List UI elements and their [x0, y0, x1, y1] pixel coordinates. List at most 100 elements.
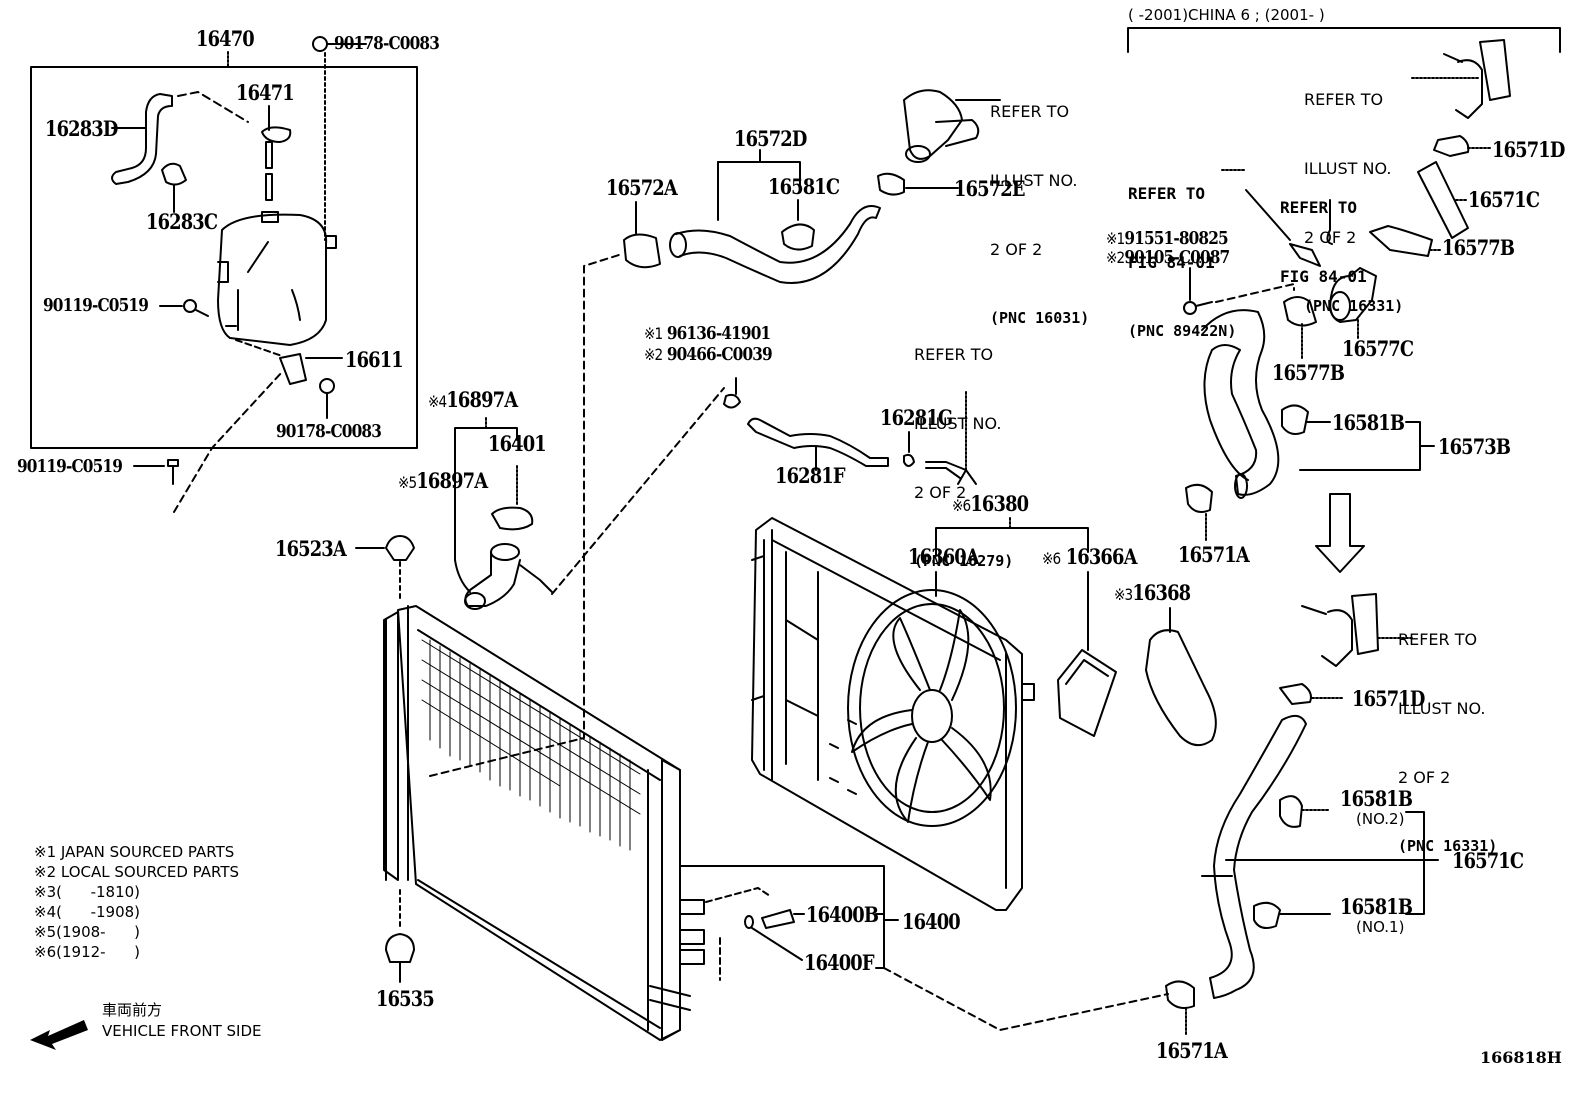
part-label-16470[interactable]: 16470 [196, 26, 255, 51]
filler-neck-drawing [464, 543, 553, 610]
part-label-16535[interactable]: 16535 [376, 986, 435, 1011]
footnote-mark: ※2 [1106, 248, 1125, 267]
part-label-16400[interactable]: 16400 [902, 909, 961, 934]
footnote-mark: ※4 [428, 392, 447, 411]
grommet-icon [312, 36, 328, 52]
part-label-90466-c0039[interactable]: ※2 90466-C0039 [644, 344, 773, 365]
part-sublabel-no2: (NO.2) [1356, 810, 1405, 828]
footnote-mark: ※5 [398, 473, 417, 492]
legend-row: ※4( -1908) [34, 903, 141, 921]
variant-header: ( -2001)CHINA 6 ; (2001- ) [1128, 6, 1325, 24]
upper-cushion-drawing [385, 535, 415, 561]
part-label-16400b[interactable]: 16400B [806, 902, 879, 927]
part-label-16572a[interactable]: 16572A [606, 175, 678, 200]
part-label-16380[interactable]: ※616380 [952, 491, 1029, 516]
lower-hose-top-drawing [1201, 309, 1280, 499]
footnote-mark: ※3 [1114, 585, 1133, 604]
part-label-16581c[interactable]: 16581C [768, 174, 840, 199]
part-label-16611[interactable]: 16611 [345, 347, 404, 372]
refer-note-pnc-16331-bottom[interactable]: REFER TO ILLUST NO. 2 OF 2 (PNC 16331) [1398, 630, 1498, 855]
lower-hose-bottom-drawing [1201, 714, 1439, 999]
part-label-16571d-bottom[interactable]: 16571D [1352, 686, 1425, 711]
filter-16366a-drawing [1057, 649, 1117, 737]
water-inlet-bottom-drawing [1301, 593, 1415, 667]
part-label-16471[interactable]: 16471 [236, 80, 295, 105]
legend-row: ※1 JAPAN SOURCED PARTS [34, 843, 235, 861]
reserve-tank-group-box [30, 66, 418, 449]
part-label-16897a-variant4[interactable]: ※416897A [428, 387, 518, 412]
refer-note-fig-84-01[interactable]: REFER TO FIG 84-01 [1280, 198, 1367, 286]
part-label-16401[interactable]: 16401 [488, 431, 547, 456]
part-label-16360a[interactable]: 16360A [908, 544, 980, 569]
part-label-16581b-no1[interactable]: 16581B [1340, 894, 1413, 919]
part-label-16572e[interactable]: 16572E [954, 176, 1025, 201]
refer-note-pnc-89422n[interactable]: REFER TO FIG 84-01 (PNC 89422N) [1128, 184, 1237, 340]
footnote-mark: ※1 [644, 324, 663, 343]
footnote-mark: ※2 [644, 345, 663, 364]
drain-plug-drawing [761, 909, 795, 929]
part-label-96136-41901[interactable]: ※1 96136-41901 [644, 323, 771, 344]
legend-row: ※6(1912- ) [34, 943, 141, 961]
refer-note-pnc-16279[interactable]: REFER TO ILLUST NO. 2 OF 2 (PNC 16279) [914, 345, 1014, 570]
plate-16368-drawing [1145, 629, 1217, 747]
water-outlet-drawing [903, 89, 1001, 163]
part-label-90105-c0087[interactable]: ※290105-C0087 [1106, 247, 1230, 268]
cap-16471-drawing [261, 105, 292, 201]
footnote-mark: ※1 [1106, 229, 1125, 248]
part-label-16577c[interactable]: 16577C [1342, 336, 1414, 361]
vehicle-front-label: 車両前方 VEHICLE FRONT SIDE [102, 1001, 262, 1040]
part-label-16577b-top[interactable]: 16577B [1442, 235, 1515, 260]
part-label-16281f[interactable]: 16281F [775, 463, 846, 488]
part-label-16283d[interactable]: 16283D [45, 116, 118, 141]
footnote-legend: ※1 JAPAN SOURCED PARTS ※2 LOCAL SOURCED … [34, 842, 239, 962]
fan-hub [911, 689, 953, 743]
part-label-16581b-no2[interactable]: 16581B [1340, 786, 1413, 811]
part-label-16577b-bottom[interactable]: 16577B [1272, 360, 1345, 385]
part-label-16571c-top[interactable]: 16571C [1468, 187, 1540, 212]
footnote-mark: ※6 [1042, 549, 1061, 568]
clamp-16581c-drawing [781, 223, 815, 251]
bolt-90119-inner-drawing [159, 299, 209, 317]
water-inlet-top-drawing [1411, 39, 1511, 119]
footnote-mark: ※6 [952, 496, 971, 515]
clamp-16572a-drawing [623, 233, 661, 269]
part-label-16573b[interactable]: 16573B [1438, 434, 1511, 459]
legend-row: ※3( -1810) [34, 883, 141, 901]
illustration-number: 166818H [1480, 1048, 1562, 1067]
part-label-16572d[interactable]: 16572D [734, 126, 807, 151]
part-label-16581b-top[interactable]: 16581B [1332, 410, 1405, 435]
part-label-16571c-bottom[interactable]: 16571C [1452, 848, 1524, 873]
part-label-16571a-top[interactable]: 16571A [1178, 542, 1250, 567]
part-label-16366a[interactable]: ※6 16366A [1042, 544, 1137, 569]
part-label-90178-c0083-top[interactable]: 90178-C0083 [334, 33, 440, 54]
part-label-16283c[interactable]: 16283C [146, 209, 218, 234]
reserve-tank-drawing [217, 211, 337, 346]
bracket-16611-drawing [235, 339, 343, 385]
clamp-16283c-drawing [161, 162, 187, 213]
radiator-cap-drawing [491, 506, 534, 531]
part-label-16571a-bottom[interactable]: 16571A [1156, 1038, 1228, 1063]
hose-16283d-drawing [111, 91, 249, 185]
part-label-16400f[interactable]: 16400F [804, 950, 875, 975]
part-label-90119-c0519-inner[interactable]: 90119-C0519 [43, 295, 149, 316]
part-label-16571d-top[interactable]: 16571D [1492, 137, 1565, 162]
bolt-90119-outer-drawing [133, 371, 283, 513]
lower-cushion-drawing [385, 933, 415, 963]
legend-row: ※2 LOCAL SOURCED PARTS [34, 863, 240, 881]
part-sublabel-no1: (NO.1) [1356, 918, 1405, 936]
clamp-16572e-drawing [877, 172, 905, 196]
refer-note-pnc-16331-top[interactable]: REFER TO ILLUST NO. 2 OF 2 (PNC 16331) [1304, 90, 1404, 315]
upper-hose-drawing [669, 149, 881, 284]
part-label-16523a[interactable]: 16523A [275, 536, 347, 561]
part-label-90178-c0083-bottom[interactable]: 90178-C0083 [276, 421, 382, 442]
part-label-16281g[interactable]: 16281G [880, 405, 953, 430]
part-label-91551-80825[interactable]: ※191551-80825 [1106, 228, 1229, 249]
part-label-16368[interactable]: ※316368 [1114, 580, 1191, 605]
arrow-left-down-icon [30, 1020, 88, 1050]
refer-note-pnc-16031[interactable]: REFER TO ILLUST NO. 2 OF 2 (PNC 16031) [990, 102, 1090, 327]
legend-row: ※5(1908- ) [34, 923, 141, 941]
part-label-90119-c0519-outer[interactable]: 90119-C0519 [17, 456, 123, 477]
radiator-drawing [383, 605, 705, 1041]
part-label-16897a-variant5[interactable]: ※516897A [398, 468, 488, 493]
